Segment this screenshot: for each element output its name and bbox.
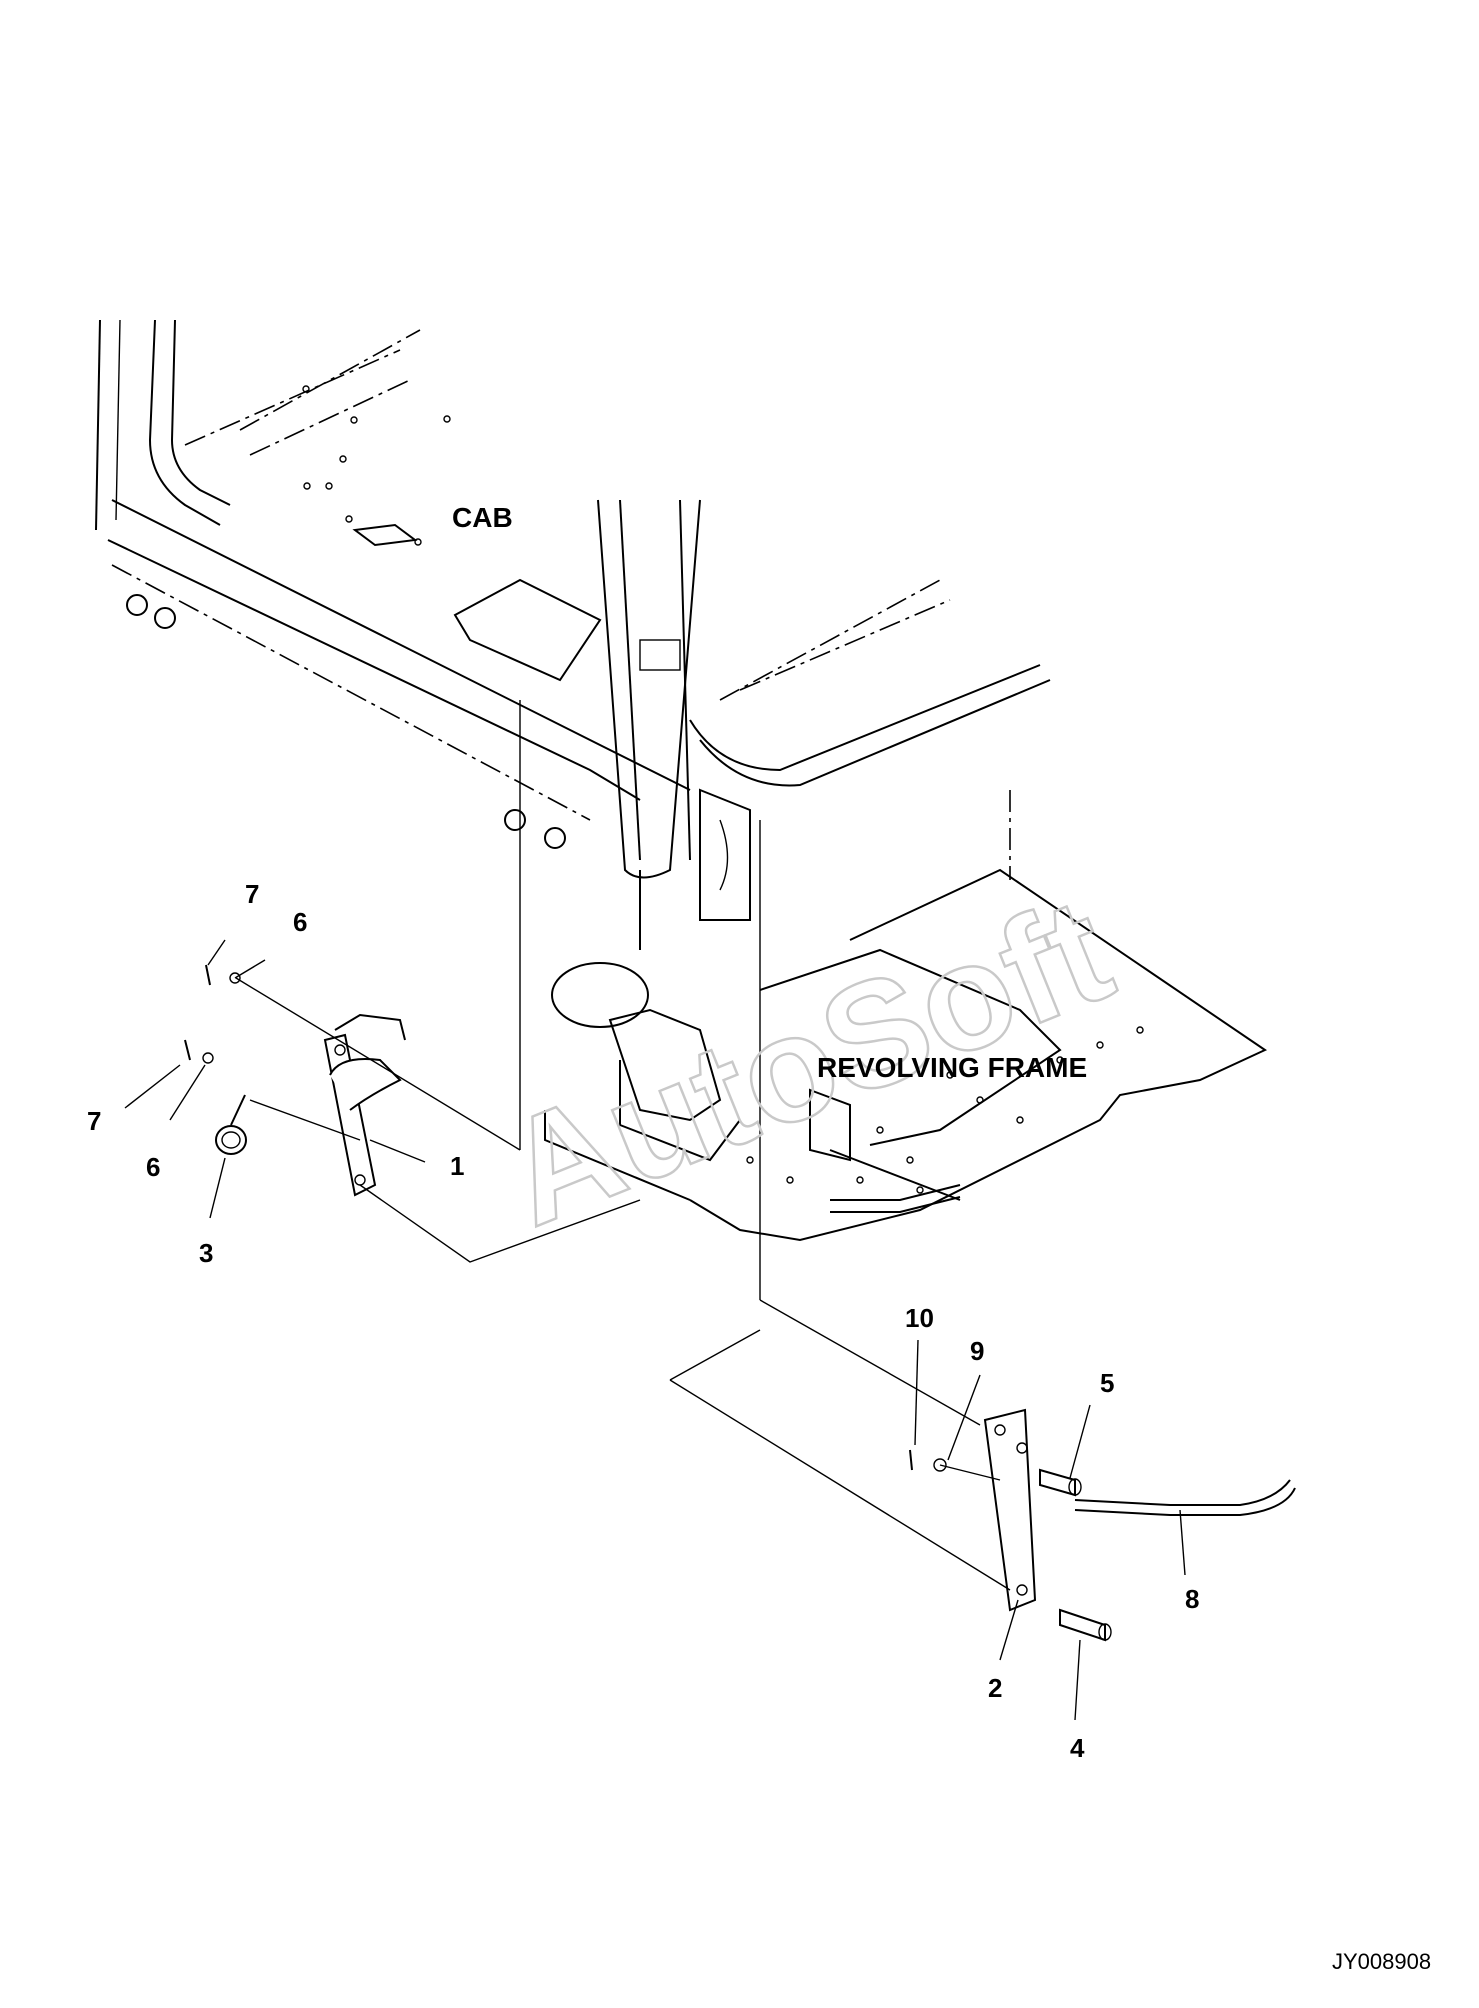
callout-2: 2 (988, 1673, 1002, 1703)
callout-7-upper: 7 (245, 879, 259, 909)
callout-10: 10 (905, 1303, 934, 1333)
callout-4: 4 (1070, 1733, 1085, 1763)
callout-leaders (124, 939, 1186, 1721)
callout-3: 3 (199, 1238, 213, 1268)
callout-8: 8 (1185, 1584, 1199, 1614)
revolving-frame-label: REVOLVING FRAME (817, 1052, 1087, 1083)
cab-label: CAB (452, 502, 513, 533)
callout-6-lower: 6 (146, 1152, 160, 1182)
lever-assembly-left (184, 964, 641, 1263)
callout-6-upper: 6 (293, 907, 307, 937)
callout-9: 9 (970, 1336, 984, 1366)
lever-assembly-right (669, 1299, 1296, 1642)
callout-1: 1 (450, 1151, 464, 1181)
callout-5: 5 (1100, 1368, 1114, 1398)
drawing-code: JY008908 (1332, 1949, 1431, 1974)
callout-7-lower: 7 (87, 1106, 101, 1136)
cab-structure (95, 319, 1051, 921)
revolving-frame-structure (519, 700, 1268, 1300)
